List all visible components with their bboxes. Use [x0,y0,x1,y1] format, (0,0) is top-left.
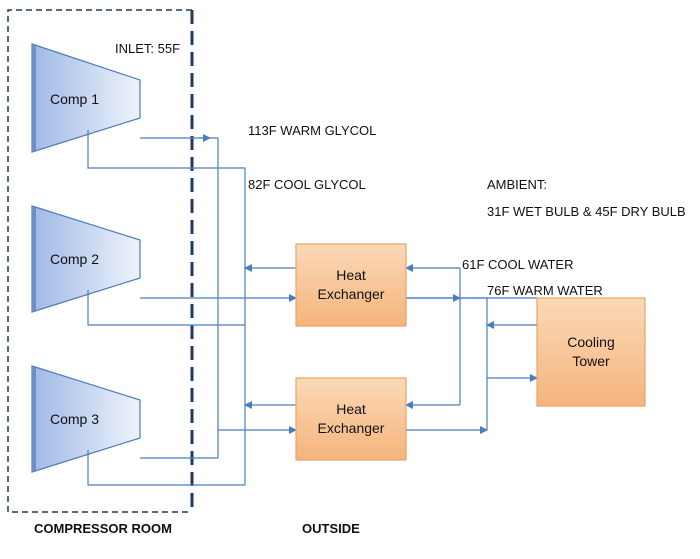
heat-exchanger-1 [295,243,407,327]
ambient-title: AMBIENT: [487,177,547,192]
heat-exchanger-2-label: Heat Exchanger [296,400,406,438]
compressor-3-label: Comp 3 [50,411,100,427]
cool-water-label: 61F COOL WATER [462,257,574,272]
compressor-room-boundary [7,9,194,513]
heat-exchanger-2-line2: Exchanger [317,420,385,436]
warm-water-label: 76F WARM WATER [487,283,603,298]
ambient-conditions: 31F WET BULB & 45F DRY BULB [487,204,686,219]
cool-glycol-label: 82F COOL GLYCOL [248,177,366,192]
outside-label: OUTSIDE [302,521,360,536]
water-piping [405,264,560,434]
cooling-tower-line2: Tower [572,353,610,369]
compressor-3 [31,365,141,473]
heat-exchanger-1-line1: Heat [336,267,366,283]
compressor-2-label: Comp 2 [50,251,100,267]
heat-exchanger-2-line1: Heat [336,401,366,417]
compressor-2 [31,205,141,313]
heat-exchanger-1-line2: Exchanger [317,286,385,302]
compressor-room-label: COMPRESSOR ROOM [34,521,172,536]
compressor-1-label: Comp 1 [50,91,100,107]
cooling-tower [536,297,646,407]
heat-exchanger-2 [295,377,407,461]
compressor-1 [31,43,141,153]
cooling-tower-label: Cooling Tower [537,333,645,371]
inlet-temperature-label: INLET: 55F [115,41,181,56]
cooling-tower-line1: Cooling [567,334,615,350]
heat-exchanger-1-label: Heat Exchanger [296,266,406,304]
warm-glycol-label: 113F WARM GLYCOL [248,123,377,138]
glycol-piping [87,130,297,486]
